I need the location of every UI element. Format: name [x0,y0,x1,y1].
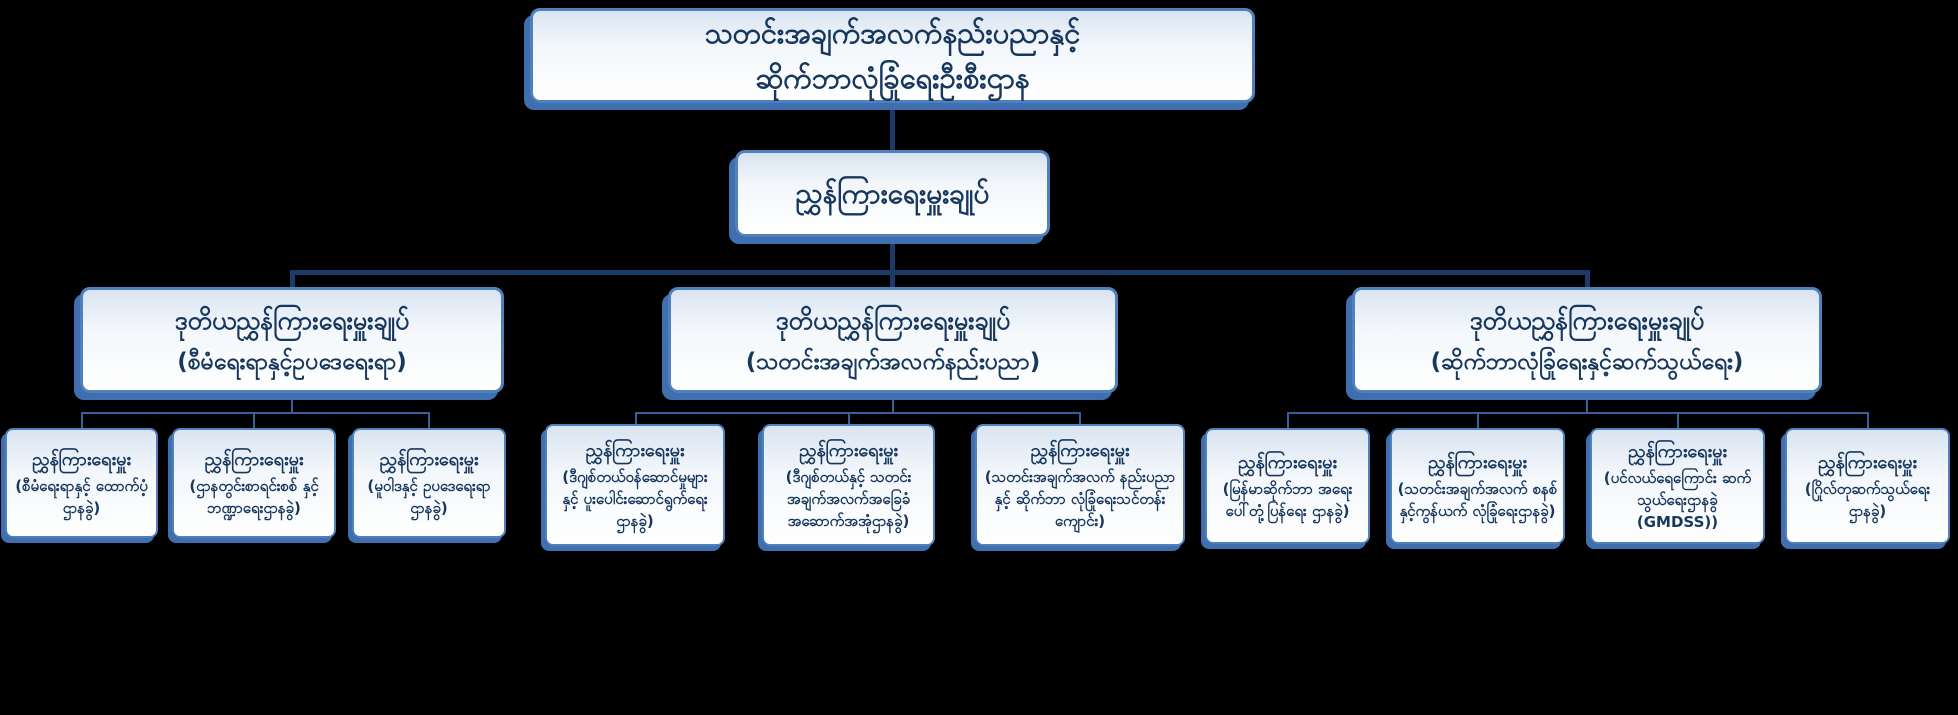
deputy-subtitle: (စီမံရေးရာနှင့်ဥပဒေရေးရာ) [177,348,407,375]
director-title: ညွှန်ကြားရေးမှူး [1030,440,1130,462]
director-title: ညွှန်ကြားရေးမှူး [204,449,304,471]
connector-line [890,270,895,287]
director-title: ညွှန်ကြားရေးမှူး [1428,452,1527,474]
director-subtitle: (စီမံရေးရာနှင့် ထောက်ပံ့ဌာနခွဲ) [15,477,148,517]
org-node-deputy-1: ဒုတိယညွှန်ကြားရေးမှူးချုပ် (စီမံရေးရာနှင… [80,287,504,393]
connector-line [428,412,430,428]
org-node-director-4: ညွှန်ကြားရေးမှူး (ဒီဂျစ်တယ်ဝန်ဆောင်မှုမျ… [545,424,725,546]
director-subtitle: (မြန်မာဆိုက်ဘာ အရေးပေါ်တုံ့ပြန်ရေး ဌာနခွ… [1222,480,1353,520]
connector-line [290,270,1590,275]
org-node-director-5: ညွှန်ကြားရေးမှူး (ဒီဂျစ်တယ်နှင့် သတင်း အ… [762,424,935,546]
org-node-director-8: ညွှန်ကြားရေးမှူး (သတင်းအချက်အလက် စနစ်နှင… [1390,428,1565,544]
org-node-deputy-2: ဒုတိယညွှန်ကြားရေးမှူးချုပ် (သတင်းအချက်အလ… [668,287,1118,393]
deputy-title: ဒုတိယညွှန်ကြားရေးမှူးချုပ် [174,305,410,335]
deputy-subtitle: (ဆိုက်ဘာလုံခြုံရေးနှင့်ဆက်သွယ်ရေး) [1430,348,1744,375]
director-title: ညွှန်ကြားရေးမှူး [799,440,898,462]
director-subtitle: (သတင်းအချက်အလက် စနစ်နှင့်ကွန်ယက် လုံခြုံ… [1397,480,1558,520]
director-subtitle: (ဌာနတွင်းစာရင်းစစ် နှင့် ဘဏ္ဍာရေးဌာနခွဲ) [189,477,319,517]
connector-line [1585,270,1590,287]
connector-line [1677,412,1679,428]
director-title: ညွှန်ကြားရေးမှူး [1818,452,1917,474]
director-general-title: ညွှန်ကြားရေးမှူးချုပ် [795,176,990,210]
org-node-director-6: ညွှန်ကြားရေးမှူး (သတင်းအချက်အလက် နည်းပညာ… [975,424,1185,546]
director-subtitle: (ဒီဂျစ်တယ်နှင့် သတင်း အချက်အလက်အခြေခံ အဆ… [785,468,912,530]
connector-line [892,393,894,413]
director-subtitle: (ဂြိုလ်တုဆက်သွယ်ရေး ဌာနခွဲ) [1804,480,1931,520]
connector-line [291,393,293,413]
director-title: ညွှန်ကြားရေးမှူး [1628,441,1727,463]
deputy-title: ဒုတိယညွှန်ကြားရေးမှူးချုပ် [1469,305,1705,335]
connector-line [1079,412,1081,426]
org-node-director-2: ညွှန်ကြားရေးမှူး (ဌာနတွင်းစာရင်းစစ် နှင့… [172,428,336,538]
connector-line [890,103,895,150]
director-title: ညွှန်ကြားရေးမှူး [1238,452,1337,474]
director-title: ညွှန်ကြားရေးမှူး [32,449,131,471]
org-node-department: သတင်းအချက်အလက်နည်းပညာနှင့် ဆိုက်ဘာလုံခြု… [530,8,1255,103]
director-subtitle: (သတင်းအချက်အလက် နည်းပညာနှင့် ဆိုက်ဘာ လုံ… [984,468,1176,530]
deputy-subtitle: (သတင်းအချက်အလက်နည်းပညာ) [745,348,1041,375]
connector-line [81,412,83,428]
director-subtitle: (ပင်လယ်ရေကြောင်း ဆက်သွယ်ရေးဌာနခွဲ (GMDSS… [1603,469,1752,531]
org-node-deputy-3: ဒုတိယညွှန်ကြားရေးမှူးချုပ် (ဆိုက်ဘာလုံခြ… [1352,287,1822,393]
director-subtitle: (ဒီဂျစ်တယ်ဝန်ဆောင်မှုများ နှင့် ပူးပေါင်… [562,468,708,530]
org-node-director-3: ညွှန်ကြားရေးမှူး (မူဝါဒနှင့် ဥပဒေရေးရာဌာ… [352,428,506,538]
connector-line [290,270,295,287]
org-node-director-10: ညွှန်ကြားရေးမှူး (ဂြိုလ်တုဆက်သွယ်ရေး ဌာန… [1785,428,1950,544]
deputy-title: ဒုတိယညွှန်ကြားရေးမှူးချုပ် [775,305,1011,335]
director-subtitle: (မူဝါဒနှင့် ဥပဒေရေးရာဌာနခွဲ) [367,477,491,517]
director-title: ညွှန်ကြားရေးမှူး [379,449,479,471]
connector-line [1477,412,1479,428]
org-node-director-1: ညွှန်ကြားရေးမှူး (စီမံရေးရာနှင့် ထောက်ပံ… [5,428,158,538]
connector-line [1586,393,1588,413]
department-title-line1: သတင်းအချက်အလက်နည်းပညာနှင့် [704,15,1081,50]
connector-line [635,412,637,426]
connector-line [1287,412,1868,414]
connector-line [253,412,255,428]
org-node-director-7: ညွှန်ကြားရေးမှူး (မြန်မာဆိုက်ဘာ အရေးပေါ်… [1205,428,1370,544]
connector-line [890,237,895,272]
director-title: ညွှန်ကြားရေးမှူး [585,440,685,462]
connector-line [81,412,429,414]
connector-line [1867,412,1869,428]
connector-line [848,412,850,426]
connector-line [635,412,1080,414]
org-node-director-general: ညွှန်ကြားရေးမှူးချုပ် [735,150,1050,237]
department-title-line2: ဆိုက်ဘာလုံခြုံရေးဦးစီးဌာန [755,60,1030,95]
connector-line [1287,412,1289,428]
org-node-director-9: ညွှန်ကြားရေးမှူး (ပင်လယ်ရေကြောင်း ဆက်သွယ… [1590,428,1765,544]
